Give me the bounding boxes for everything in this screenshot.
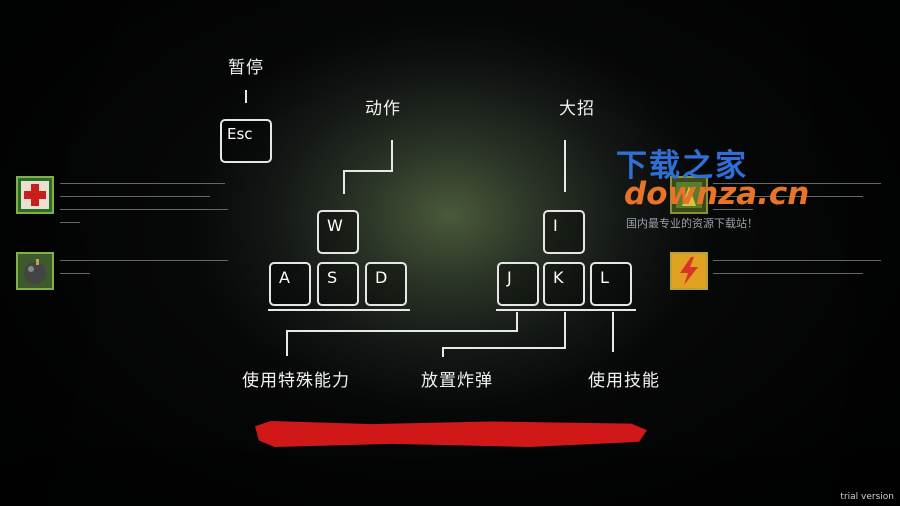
jkl-frame-bottom <box>496 309 636 311</box>
label-skill: 使用技能 <box>588 371 660 391</box>
key-esc: Esc <box>220 119 272 163</box>
desc-line <box>60 265 90 274</box>
red-brush-bar <box>255 421 647 447</box>
connector-bomb-v1 <box>564 312 566 349</box>
desc-line <box>713 188 863 197</box>
desc-line <box>713 252 881 261</box>
ultimate-icon-shape <box>676 182 702 208</box>
connector-bomb-v2 <box>442 347 444 357</box>
lightning-icon-shape <box>680 257 698 285</box>
key-k: K <box>543 262 585 306</box>
desc-line <box>60 252 228 261</box>
key-a: A <box>269 262 311 306</box>
connector-pause <box>245 90 247 103</box>
desc-line <box>60 175 225 184</box>
connector-ultimate <box>564 140 566 192</box>
key-d: D <box>365 262 407 306</box>
key-i: I <box>543 210 585 254</box>
wasd-frame-bottom <box>268 309 410 311</box>
ultimate-icon <box>670 176 708 214</box>
key-l: L <box>590 262 632 306</box>
bomb-icon-shape <box>24 259 46 284</box>
desc-line <box>60 201 228 210</box>
watermark-title: 下载之家 <box>616 148 748 184</box>
connector-action-v1 <box>391 140 393 172</box>
health-cross-icon-shape <box>21 181 49 209</box>
connector-action-h <box>343 170 393 172</box>
connector-special-v2 <box>286 330 288 356</box>
key-j-label: J <box>507 268 512 287</box>
key-l-label: L <box>600 268 609 287</box>
connector-skill <box>612 312 614 352</box>
desc-line <box>713 201 753 210</box>
key-w: W <box>317 210 359 254</box>
key-w-label: W <box>327 216 343 235</box>
desc-line <box>60 188 210 197</box>
desc-line <box>713 175 881 184</box>
connector-special-v1 <box>516 312 518 332</box>
label-bomb: 放置炸弹 <box>421 371 493 391</box>
label-special: 使用特殊能力 <box>242 371 350 391</box>
key-esc-label: Esc <box>227 125 253 143</box>
connector-special-h <box>286 330 518 332</box>
label-ultimate: 大招 <box>559 99 595 119</box>
label-pause: 暂停 <box>228 58 264 78</box>
lightning-icon <box>670 252 708 290</box>
watermark-domain: downza.cn <box>624 176 810 212</box>
bomb-icon <box>16 252 54 290</box>
key-s: S <box>317 262 359 306</box>
label-action: 动作 <box>365 99 401 119</box>
connector-bomb-h <box>442 347 566 349</box>
key-k-label: K <box>553 268 564 287</box>
key-a-label: A <box>279 268 290 287</box>
watermark-slogan: 国内最专业的资源下载站！ <box>626 217 758 230</box>
connector-action-v2 <box>343 170 345 194</box>
trial-version-text: trial version <box>840 492 894 502</box>
health-cross-icon <box>16 176 54 214</box>
ultimate-description <box>713 175 888 210</box>
desc-line <box>60 214 80 223</box>
key-s-label: S <box>327 268 338 287</box>
key-j: J <box>497 262 539 306</box>
health-description <box>60 175 235 223</box>
desc-line <box>713 265 863 274</box>
key-d-label: D <box>375 268 388 287</box>
lightning-description <box>713 252 888 274</box>
bomb-description <box>60 252 235 274</box>
key-i-label: I <box>553 216 558 235</box>
